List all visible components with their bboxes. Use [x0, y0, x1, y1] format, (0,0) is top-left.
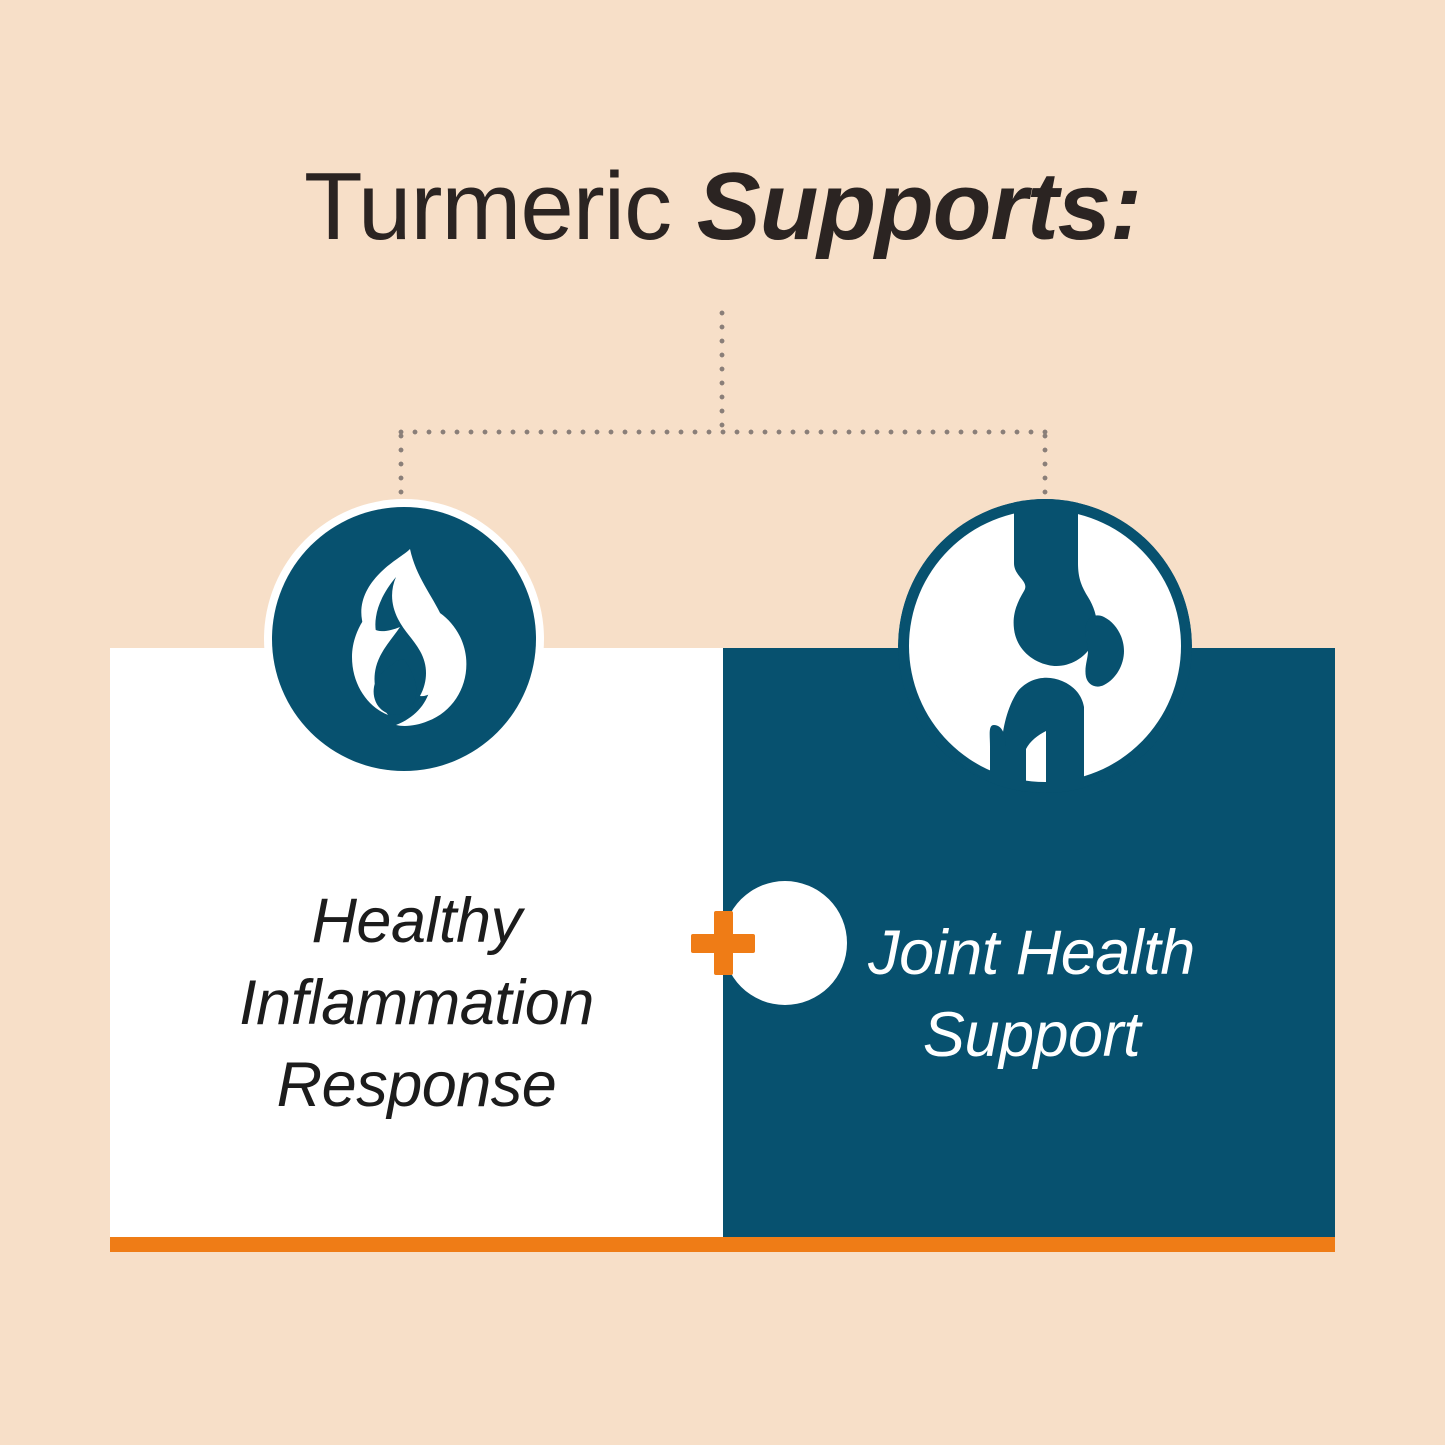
knee-joint-icon [898, 499, 1192, 793]
benefit-label-line: Joint Health [868, 918, 1195, 988]
flame-icon [264, 499, 544, 779]
benefit-label-inflammation: Healthy Inflammation Response [150, 881, 683, 1127]
plus-icon [691, 911, 755, 975]
benefit-panels: Healthy Inflammation Response Joint Heal… [110, 648, 1335, 1237]
connector-stem [719, 310, 725, 434]
benefit-label-joint: Joint Health Support [765, 913, 1298, 1077]
connector-drop-left [398, 433, 404, 511]
page-title: Turmeric Supports: [0, 152, 1445, 262]
benefit-label-line: Response [276, 1049, 557, 1120]
page-title-regular: Turmeric [303, 153, 697, 260]
connector-drop-right [1042, 433, 1048, 511]
page-title-emphasis: Supports: [696, 153, 1142, 260]
plus-icon-vertical [714, 911, 733, 975]
benefit-label-line: Healthy [311, 886, 522, 956]
connector-crossbar [398, 429, 1048, 435]
accent-base-bar [110, 1237, 1335, 1252]
benefit-label-line: Inflammation [239, 967, 594, 1038]
benefit-label-line: Support [922, 999, 1141, 1070]
